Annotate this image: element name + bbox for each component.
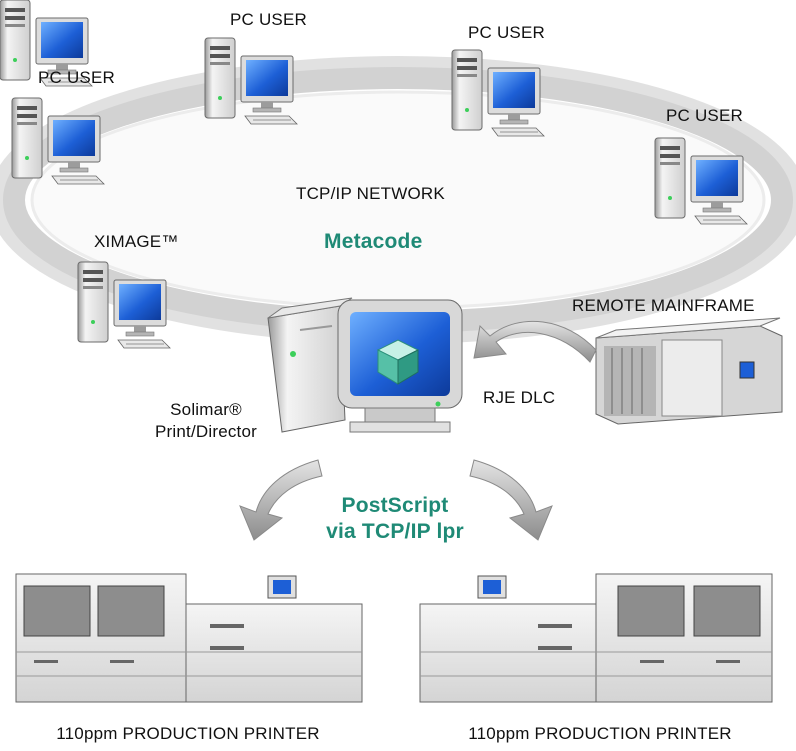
pc-user-3-label: PC USER (468, 23, 545, 42)
left-down-arrow-icon (239, 459, 323, 541)
ximage-label: XIMAGE™ (94, 232, 179, 251)
printer-left-label: 110ppm PRODUCTION PRINTER (56, 724, 320, 743)
metacode-label: Metacode (324, 230, 423, 253)
rje-arrow-icon (473, 320, 597, 363)
mainframe-label: REMOTE MAINFRAME (572, 296, 755, 315)
production-printer-left (15, 573, 363, 703)
pc-user-2-label: PC USER (230, 10, 307, 29)
rje-dlc-label: RJE DLC (483, 388, 556, 407)
solimar-name-label: Solimar® (170, 400, 242, 419)
right-down-arrow-icon (469, 459, 553, 541)
network-label: TCP/IP NETWORK (296, 184, 445, 203)
printer-right-label: 110ppm PRODUCTION PRINTER (468, 724, 732, 743)
pc-user-1-label: PC USER (38, 68, 115, 87)
production-printer-right (419, 573, 773, 703)
mainframe-computer (595, 317, 783, 425)
pc-user-4-label: PC USER (666, 106, 743, 125)
solimar-product-label: Print/Director (155, 422, 257, 441)
postscript-transport-label: via TCP/IP lpr (326, 520, 464, 543)
postscript-label: PostScript (341, 494, 449, 517)
cube-logo-icon (376, 339, 420, 385)
pc-workstation (0, 0, 93, 87)
solimar-server (267, 297, 463, 433)
